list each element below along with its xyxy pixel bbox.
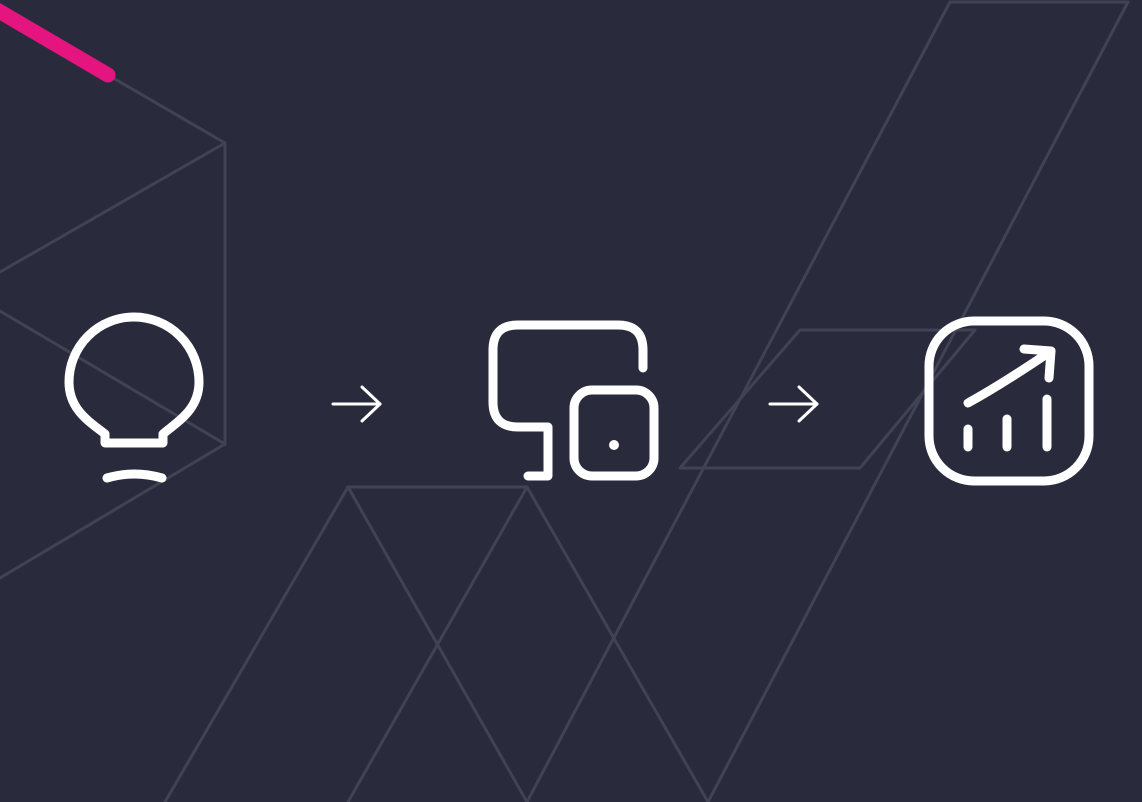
arrow-right-icon bbox=[330, 384, 384, 424]
growth-chart-icon bbox=[924, 316, 1094, 486]
arrow-right-icon bbox=[767, 384, 821, 424]
lightbulb-icon bbox=[62, 312, 207, 484]
accent-stroke bbox=[0, 3, 116, 83]
devices-icon bbox=[488, 320, 660, 481]
